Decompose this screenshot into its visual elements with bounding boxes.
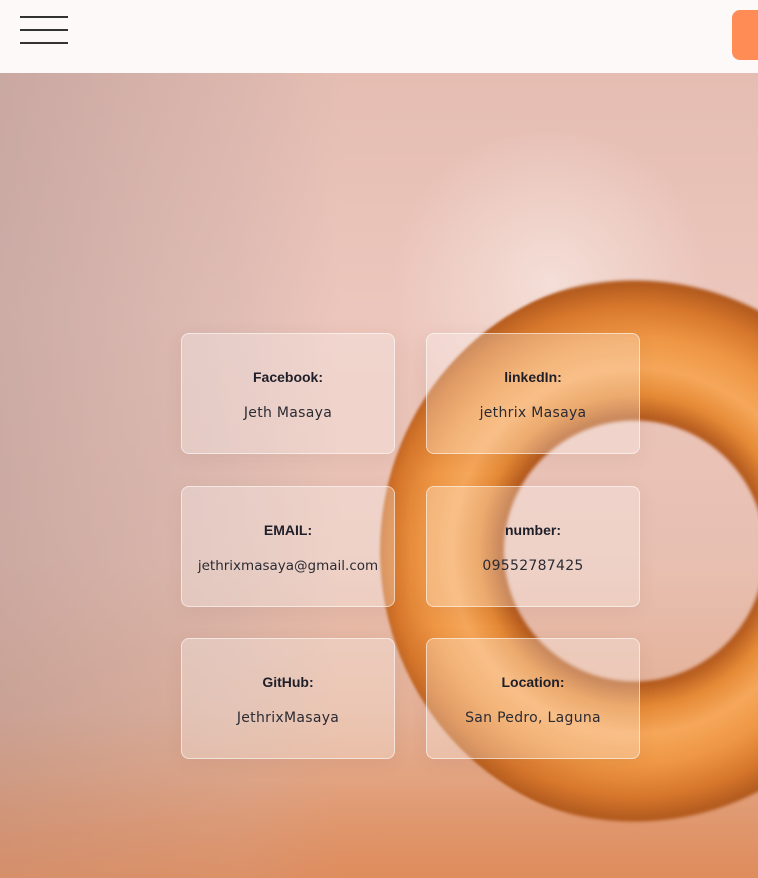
header-action-button[interactable] [732, 10, 758, 60]
menu-line [20, 29, 68, 31]
contact-card-email: EMAIL: jethrixmasaya@gmail.com [181, 486, 395, 607]
contact-card-number: number: 09552787425 [426, 486, 640, 607]
contact-card-linkedin: linkedIn: jethrix Masaya [426, 333, 640, 454]
contact-card-location: Location: San Pedro, Laguna [426, 638, 640, 759]
contact-value[interactable]: jethrixmasaya@gmail.com [197, 558, 379, 574]
contact-value[interactable]: JethrixMasaya [236, 710, 340, 726]
contact-label: GitHub: [262, 674, 314, 690]
contact-value: San Pedro, Laguna [465, 710, 601, 726]
menu-line [20, 16, 68, 18]
contact-value[interactable]: Jeth Masaya [243, 405, 333, 421]
contact-card-github: GitHub: JethrixMasaya [181, 638, 395, 759]
contact-card-facebook: Facebook: Jeth Masaya [181, 333, 395, 454]
contact-label: linkedIn: [504, 369, 562, 385]
menu-line [20, 42, 68, 44]
contact-label: Location: [501, 674, 565, 690]
contact-value[interactable]: jethrix Masaya [479, 405, 587, 421]
contact-label: number: [505, 522, 561, 538]
contact-label: Facebook: [252, 369, 323, 385]
contact-value[interactable]: 09552787425 [482, 558, 584, 574]
contact-label: EMAIL: [263, 522, 313, 538]
contact-section [0, 73, 758, 878]
hamburger-menu-icon[interactable] [18, 14, 70, 46]
top-bar [0, 0, 758, 73]
